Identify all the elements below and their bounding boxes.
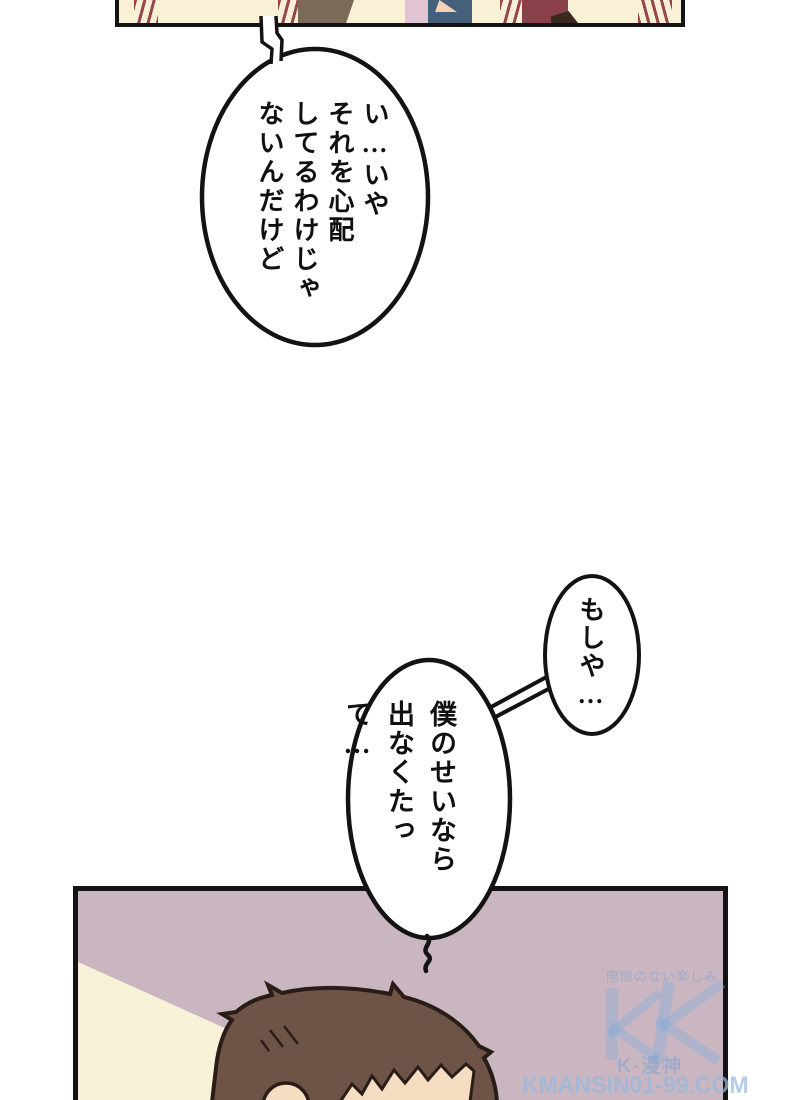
hair-strokes (259, 1025, 299, 1052)
speech-bubble-1 (199, 46, 431, 348)
speech-bubble-1-tail-edge (274, 15, 284, 62)
watermark-brand: K-漫神 (617, 1056, 684, 1077)
character-ear (261, 1081, 311, 1100)
curtain-stripes (638, 0, 672, 23)
curtain-stripes (278, 0, 300, 23)
character-forehead (339, 1061, 476, 1100)
k-manga-logo-icon (605, 979, 725, 1065)
watermark-site-url: KMANSIN01-99.COM (522, 1072, 749, 1099)
figure-brown-clothing (298, 0, 354, 23)
speech-bubble-3-text: 僕のせいなら 出なくたって… (342, 700, 456, 874)
speech-bubble-1-tail-edge (259, 15, 274, 65)
speech-bubble-2 (543, 574, 641, 736)
speech-bubble-1-tail (261, 16, 282, 64)
curtain-stripes (500, 0, 522, 23)
speech-bubble-2-text: もしや… (576, 596, 605, 711)
curtain-stripes (134, 0, 158, 23)
speech-bubble-3-tail (423, 933, 433, 974)
panel-top (115, 0, 685, 27)
watermark-tagline: 際限のない楽しみ (606, 969, 719, 984)
character-hair (210, 979, 499, 1100)
speech-bubble-1-text: い…いや それを心配 してるわけじゃ ないんだけど (255, 100, 389, 303)
figure-pink-clothing (405, 0, 428, 23)
